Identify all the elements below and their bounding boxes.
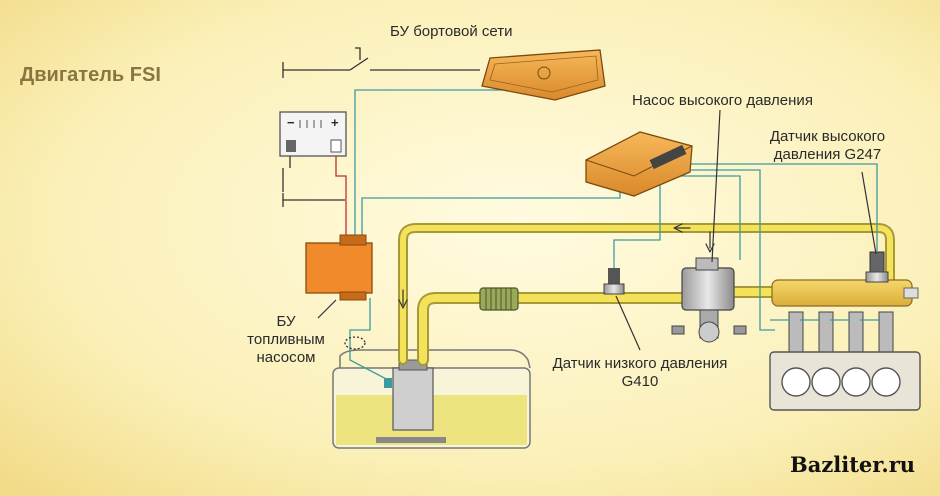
- engine-ecu: [585, 131, 693, 197]
- label-high-pressure-sensor: Датчик высокого давления G247: [745, 128, 910, 164]
- battery: [279, 111, 347, 157]
- label-fuel-pump-ecu-line1: БУ: [276, 313, 296, 330]
- onboard-network-ecu: [481, 49, 606, 101]
- label-low-pressure-sensor: Датчик низкого давления G410: [520, 355, 760, 391]
- label-high-pressure-sensor-line2: давления G247: [773, 146, 882, 163]
- label-fuel-pump-ecu: БУ топливным насосом: [236, 313, 336, 367]
- label-low-pressure-sensor-line1: Датчик низкого давления: [552, 355, 728, 372]
- label-fuel-pump-ecu-line3: насосом: [256, 349, 316, 366]
- injectors: [788, 311, 894, 357]
- battery-minus-label: −: [287, 115, 295, 130]
- label-fuel-pump-ecu-line2: топливным: [247, 331, 325, 348]
- wiring: [282, 47, 880, 383]
- label-onboard-network-ecu: БУ бортовой сети: [390, 23, 513, 40]
- low-pressure-sensor-g410: [603, 258, 625, 295]
- in-tank-fuel-pump: [376, 359, 446, 443]
- label-low-pressure-sensor-line2: G410: [621, 373, 659, 390]
- battery-plus-label: +: [331, 115, 339, 130]
- fuel-filter: [479, 287, 519, 311]
- watermark: Bazliter.ru: [790, 452, 916, 477]
- fuel-pump-ecu: [305, 234, 373, 301]
- diagram-title: Двигатель FSI: [20, 64, 161, 86]
- label-leaders: [317, 109, 877, 351]
- high-pressure-pump: [671, 257, 747, 343]
- label-high-pressure-pump: Насос высокого давления: [632, 92, 813, 109]
- fuel-rail: [771, 279, 919, 307]
- engine-block: [769, 351, 921, 411]
- label-high-pressure-sensor-line1: Датчик высокого: [769, 128, 886, 145]
- high-pressure-sensor-g247: [865, 251, 889, 283]
